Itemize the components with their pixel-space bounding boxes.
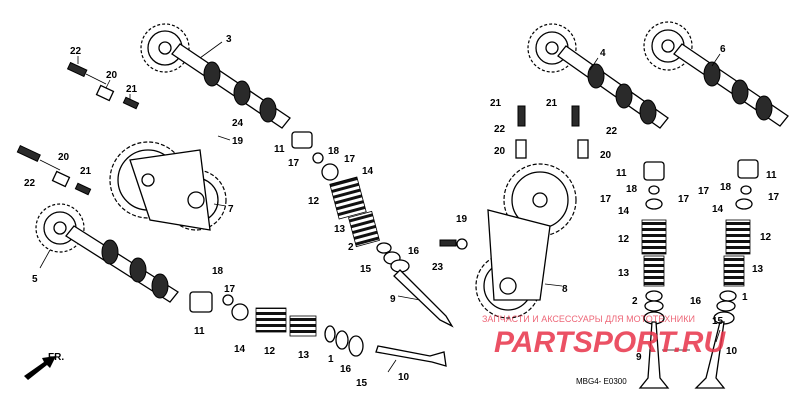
callout-2: 2: [348, 242, 354, 253]
callout-16: 16: [408, 246, 420, 257]
callout-14d: 14: [234, 344, 246, 355]
callout-21c: 21: [546, 98, 558, 109]
callout-17c: 17: [600, 194, 612, 205]
callout-17g: 17: [224, 284, 236, 295]
callout-10b: 10: [398, 372, 410, 383]
cam-sprocket-assembly-8: [439, 163, 577, 319]
callout-14b: 14: [618, 206, 630, 217]
callout-8: 8: [562, 284, 568, 295]
callout-15: 15: [360, 264, 372, 275]
callout-18: 18: [328, 146, 340, 157]
cam-holder-bolts-top-left: [66, 61, 140, 110]
callout-12b: 12: [618, 234, 630, 245]
callout-22: 22: [70, 46, 82, 57]
valve-assembly-bottom: [189, 291, 447, 367]
callout-20: 20: [106, 70, 118, 81]
callout-22b: 22: [494, 124, 506, 135]
camshaft-6: [643, 21, 789, 127]
callout-24: 24: [232, 118, 244, 129]
leader-lines: [39, 41, 721, 373]
watermark: ЗАПЧАСТИ И АКСЕССУАРЫ ДЛЯ МОТОТЕХНИКИ PA…: [482, 314, 726, 359]
callout-18c: 18: [720, 182, 732, 193]
callout-11b: 11: [616, 168, 627, 179]
callout-20d: 20: [58, 152, 70, 163]
callout-13: 13: [334, 224, 346, 235]
callout-21b: 21: [490, 98, 502, 109]
callout-17e: 17: [698, 186, 710, 197]
callout-15b: 15: [712, 316, 724, 327]
camshaft-3: [140, 23, 291, 129]
watermark-brand: PARTSPORT.RU: [494, 326, 726, 359]
callout-15c: 15: [356, 378, 368, 389]
callout-13c: 13: [752, 264, 764, 275]
callout-22d: 22: [24, 178, 36, 189]
callout-18b: 18: [626, 184, 638, 195]
callout-21: 21: [126, 84, 138, 95]
callout-19b: 19: [456, 214, 468, 225]
callout-1b: 1: [328, 354, 334, 365]
callout-16b: 16: [690, 296, 702, 307]
callout-20c: 20: [600, 150, 612, 161]
callout-17: 17: [288, 158, 300, 169]
callout-19: 19: [232, 136, 244, 147]
callout-4: 4: [600, 48, 606, 59]
callout-16c: 16: [340, 364, 352, 375]
callout-12d: 12: [264, 346, 276, 357]
cam-holder-bolts-left: [16, 144, 92, 196]
direction-label: FR.: [48, 352, 64, 363]
cam-sprocket-assembly-7: [109, 141, 227, 231]
callout-20b: 20: [494, 146, 506, 157]
callout-2b: 2: [632, 296, 638, 307]
callout-11d: 11: [194, 326, 205, 337]
callout-11: 11: [274, 144, 285, 155]
valve-assembly-middle: [291, 131, 454, 328]
callout-17b: 17: [344, 154, 356, 165]
callout-17f: 17: [768, 192, 780, 203]
callout-1: 1: [742, 292, 748, 303]
callout-13d: 13: [298, 350, 310, 361]
direction-indicator: FR.: [24, 352, 64, 380]
camshaft-4: [527, 23, 669, 129]
cam-holder-bolts-center-right: [515, 105, 589, 159]
camshaft-5: [35, 203, 179, 303]
callout-13b: 13: [618, 268, 630, 279]
callout-10: 10: [726, 346, 738, 357]
callout-18d: 18: [212, 266, 224, 277]
callout-5: 5: [32, 274, 38, 285]
callout-22c: 22: [606, 126, 618, 137]
diagram-code: MBG4- E0300: [576, 377, 627, 386]
watermark-tagline: ЗАПЧАСТИ И АКСЕССУАРЫ ДЛЯ МОТОТЕХНИКИ: [482, 314, 695, 324]
callout-11c: 11: [766, 170, 777, 181]
callout-14: 14: [362, 166, 374, 177]
callout-17d: 17: [678, 194, 690, 205]
callout-14c: 14: [712, 204, 724, 215]
front-arrow-icon: [24, 356, 56, 380]
callout-21d: 21: [80, 166, 92, 177]
callout-7: 7: [228, 204, 234, 215]
callout-12c: 12: [760, 232, 772, 243]
callout-6: 6: [720, 44, 726, 55]
valve-assembly-right-1: [638, 161, 670, 389]
callout-12: 12: [308, 196, 320, 207]
callout-23: 23: [432, 262, 444, 273]
callout-9: 9: [390, 294, 396, 305]
callout-9b: 9: [636, 352, 642, 363]
callout-3: 3: [226, 34, 232, 45]
callouts: 3 22 20 21 24 19 11 18 17 17 14 12 13 2 …: [24, 34, 780, 389]
